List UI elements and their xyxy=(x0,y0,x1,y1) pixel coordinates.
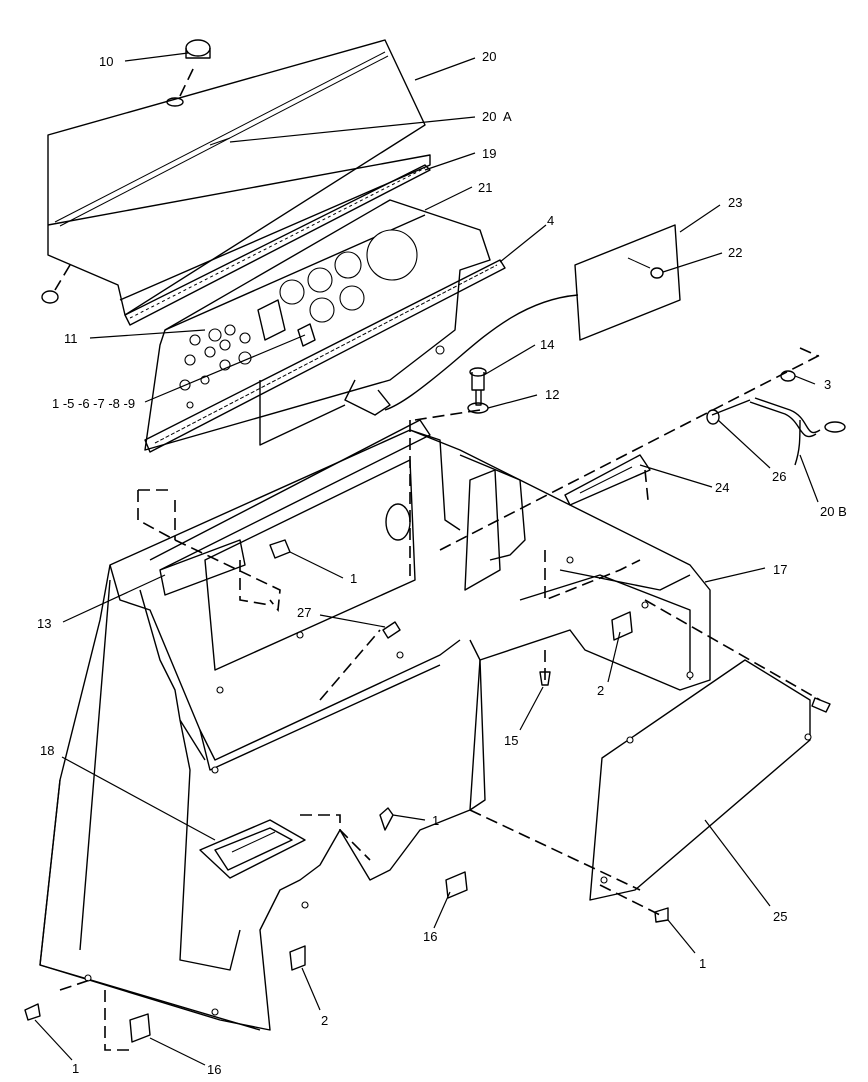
callout-1-a: 1 xyxy=(350,571,357,586)
callout-20a: 20 A xyxy=(482,109,512,124)
callout-25: 25 xyxy=(773,909,787,924)
callout-21: 21 xyxy=(478,180,492,195)
callout-17: 17 xyxy=(773,562,787,577)
callout-15: 15 xyxy=(504,733,518,748)
cover-plate-23 xyxy=(344,224,681,416)
callout-2-b: 2 xyxy=(321,1013,328,1028)
callout-13: 13 xyxy=(37,616,51,631)
callout-1-b: 1 xyxy=(432,813,439,828)
callout-1-5-6-7-8-9: 1 -5 -6 -7 -8 -9 xyxy=(52,396,135,411)
callout-20: 20 xyxy=(482,49,496,64)
callout-14: 14 xyxy=(540,337,554,352)
console-opening xyxy=(159,459,416,671)
pad-18 xyxy=(199,819,306,879)
callout-12: 12 xyxy=(545,387,559,402)
leader-lines xyxy=(34,52,819,1066)
console-body-17 xyxy=(39,419,711,1031)
assembly-lines xyxy=(59,347,821,1051)
top-cover-20 xyxy=(47,39,431,326)
callout-27: 27 xyxy=(297,605,311,620)
side-cover-25 xyxy=(589,659,812,901)
hardware-pieces xyxy=(24,539,831,1043)
callout-labels: 10 20 20 A 19 21 4 23 22 11 14 1 -5 -6 -… xyxy=(37,49,847,1077)
cover-plate-24 xyxy=(564,454,651,506)
callout-16-a: 16 xyxy=(423,929,437,944)
callout-22: 22 xyxy=(728,245,742,260)
callout-20b: 20 B xyxy=(820,504,847,519)
callout-24: 24 xyxy=(715,480,729,495)
callout-4: 4 xyxy=(547,213,554,228)
callout-18: 18 xyxy=(40,743,54,758)
callout-3: 3 xyxy=(824,377,831,392)
callout-19: 19 xyxy=(482,146,496,161)
callout-23: 23 xyxy=(728,195,742,210)
callout-16-b: 16 xyxy=(207,1062,221,1077)
callout-1-d: 1 xyxy=(72,1061,79,1076)
cap-10 xyxy=(166,39,211,107)
callout-11: 11 xyxy=(64,331,78,346)
callout-26: 26 xyxy=(772,469,786,484)
callout-10: 10 xyxy=(99,54,113,69)
instrument-panel-21 xyxy=(144,199,506,453)
callout-2-a: 2 xyxy=(597,683,604,698)
nut-left xyxy=(41,264,71,304)
callout-1-c: 1 xyxy=(699,956,706,971)
